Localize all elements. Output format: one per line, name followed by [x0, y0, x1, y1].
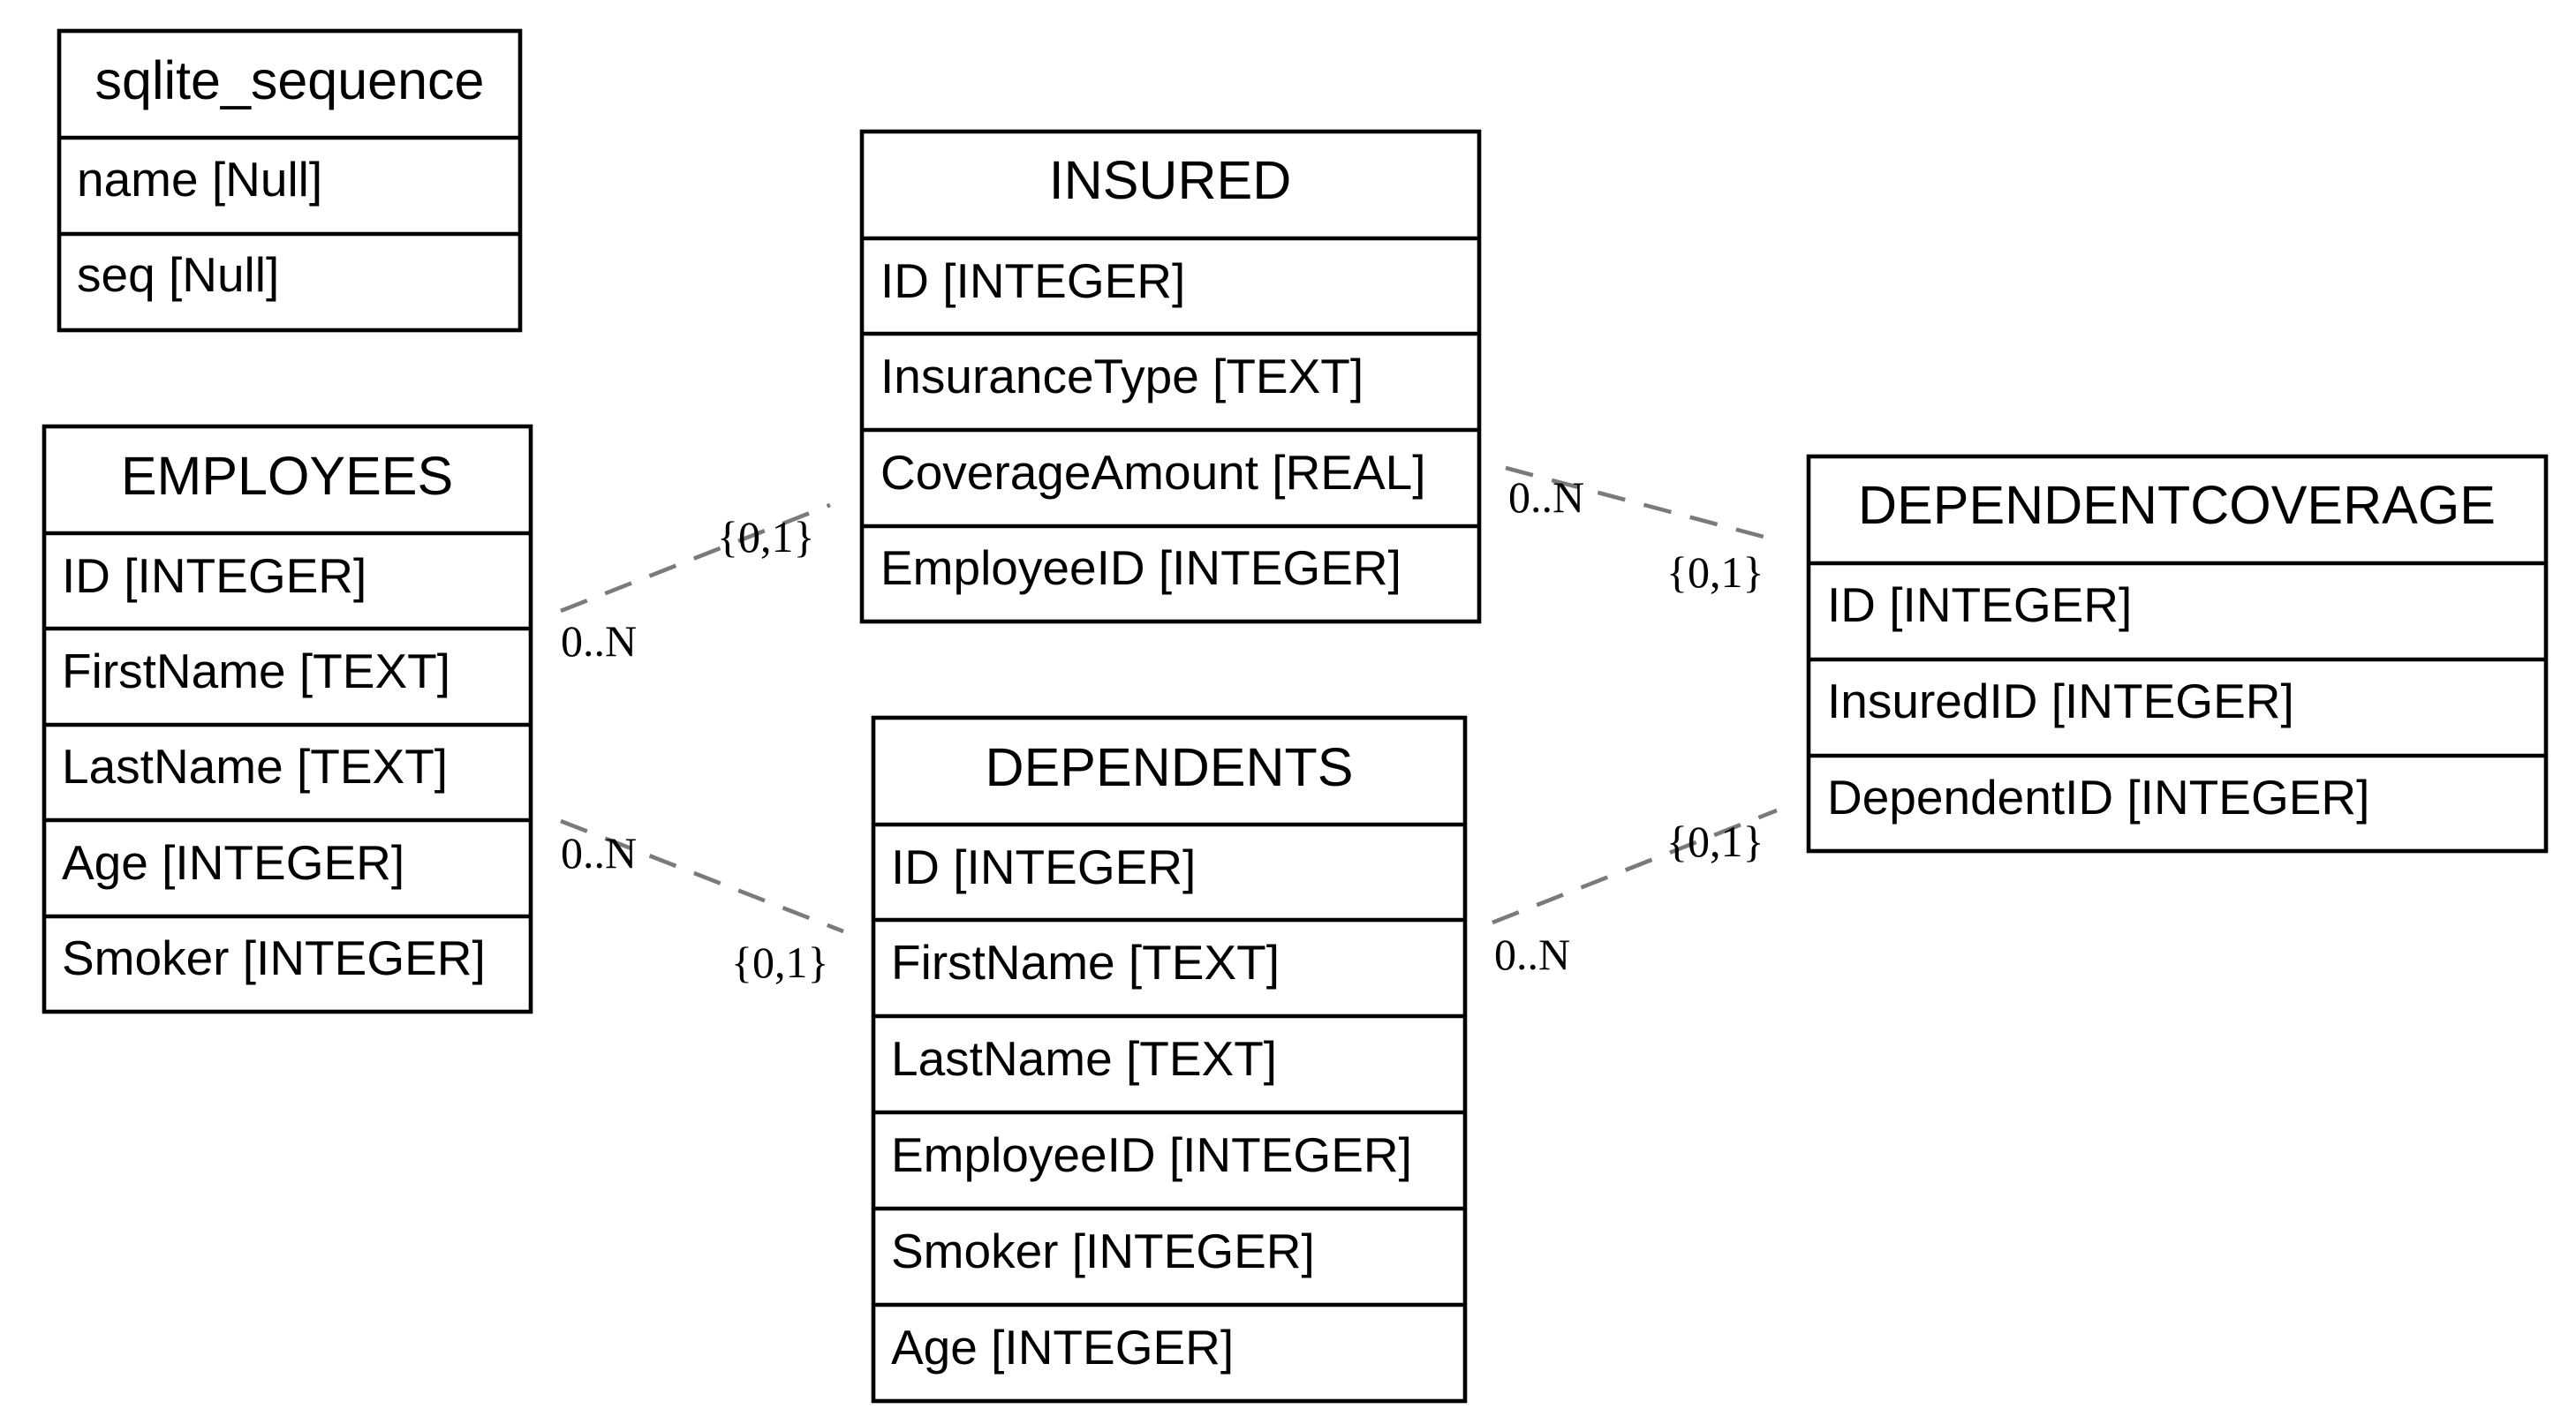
- table-field: name [Null]: [77, 152, 322, 207]
- table-dependentcoverage[interactable]: DEPENDENTCOVERAGE ID [INTEGER] InsuredID…: [1806, 454, 2549, 854]
- table-field: Age [INTEGER]: [62, 835, 404, 890]
- cardinality-many-label: 0..N: [561, 828, 637, 878]
- cardinality-one-label: {0,1}: [731, 938, 829, 987]
- table-field: ID [INTEGER]: [880, 253, 1185, 308]
- table-title: DEPENDENTCOVERAGE: [1858, 475, 2496, 535]
- table-field: seq [Null]: [77, 247, 279, 302]
- table-frame: [42, 424, 533, 1014]
- table-field: ID [INTEGER]: [62, 548, 366, 603]
- table-title: DEPENDENTS: [986, 737, 1354, 797]
- table-frame: [859, 129, 1482, 624]
- table-title: EMPLOYEES: [121, 446, 453, 506]
- cardinality-one-label: {0,1}: [717, 512, 815, 561]
- table-field: InsuranceType [TEXT]: [880, 349, 1364, 403]
- table-field: LastName [TEXT]: [62, 739, 448, 794]
- table-sqlite-sequence[interactable]: sqlite_sequence name [Null] seq [Null]: [57, 28, 523, 333]
- table-dependents[interactable]: DEPENDENTS ID [INTEGER] FirstName [TEXT]…: [871, 715, 1468, 1404]
- table-field: Smoker [INTEGER]: [891, 1224, 1315, 1278]
- relationships: [560, 465, 1778, 934]
- table-field: CoverageAmount [REAL]: [880, 445, 1426, 500]
- table-field: FirstName [TEXT]: [62, 644, 450, 698]
- rel-line-employees-insured: [560, 502, 831, 614]
- table-insured[interactable]: INSURED ID [INTEGER] InsuranceType [TEXT…: [859, 129, 1482, 624]
- table-field: ID [INTEGER]: [1827, 577, 2132, 632]
- rel-line-employees-dependents: [560, 818, 844, 934]
- table-frame: [1806, 454, 2549, 854]
- table-title: sqlite_sequence: [95, 50, 485, 110]
- table-field: InsuredID [INTEGER]: [1827, 674, 2294, 728]
- table-field: Age [INTEGER]: [891, 1320, 1234, 1375]
- table-frame: [57, 28, 523, 333]
- cardinality-many-label: 0..N: [1508, 472, 1584, 522]
- cardinality-labels: {0,1} 0..N 0..N {0,1} 0..N {0,1} {0,1} 0…: [561, 472, 1764, 987]
- cardinality-one-label: {0,1}: [1666, 817, 1764, 866]
- table-field: DependentID [INTEGER]: [1827, 770, 2369, 825]
- rel-line-dependents-dependentcoverage: [1492, 808, 1778, 925]
- table-title: INSURED: [1049, 150, 1292, 210]
- table-employees[interactable]: EMPLOYEES ID [INTEGER] FirstName [TEXT] …: [42, 424, 533, 1014]
- table-field: FirstName [TEXT]: [891, 935, 1280, 990]
- cardinality-many-label: 0..N: [1494, 930, 1570, 979]
- table-field: ID [INTEGER]: [891, 840, 1196, 894]
- cardinality-one-label: {0,1}: [1666, 547, 1764, 597]
- table-field: EmployeeID [INTEGER]: [891, 1127, 1412, 1182]
- table-field: Smoker [INTEGER]: [62, 930, 486, 985]
- table-field: EmployeeID [INTEGER]: [880, 540, 1401, 595]
- table-field: LastName [TEXT]: [891, 1031, 1277, 1086]
- table-frame: [871, 715, 1468, 1404]
- cardinality-many-label: 0..N: [561, 616, 637, 666]
